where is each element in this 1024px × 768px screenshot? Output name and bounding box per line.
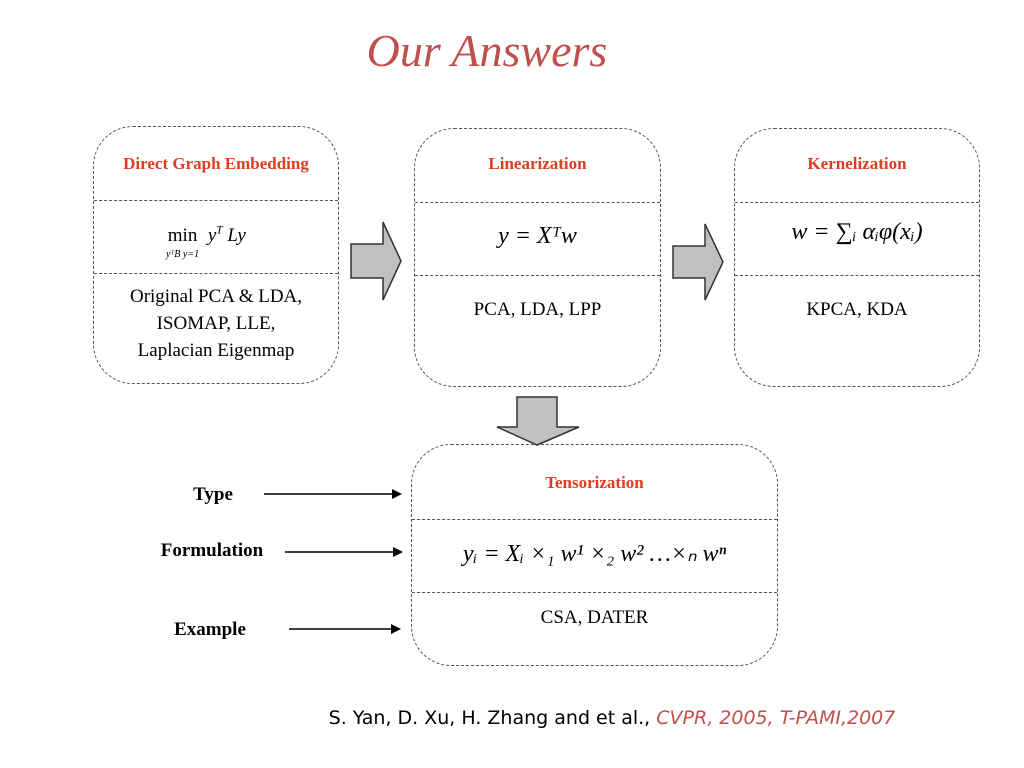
linearization-box: Linearization y = Xᵀw PCA, LDA, LPP: [414, 128, 661, 387]
divider: [94, 273, 338, 274]
direct-graph-embedding-formula: min yᵀB y=1 yT Ly: [166, 225, 246, 269]
slide-title: Our Answers: [366, 25, 608, 76]
citation-authors: S. Yan, D. Xu, H. Zhang and et al.,: [328, 707, 657, 729]
example-line: Original PCA & LDA,: [129, 286, 303, 307]
linearization-formula: y = Xᵀw: [498, 223, 577, 249]
example-pointer-arrow-icon: [289, 624, 401, 634]
direct-graph-embedding-box: Direct Graph Embedding min yᵀB y=1 yT Ly…: [93, 126, 339, 384]
divider: [415, 202, 660, 203]
citation: S. Yan, D. Xu, H. Zhang and et al., CVPR…: [0, 707, 1024, 729]
kernelization-formula: w = ∑ᵢ αᵢφ(xᵢ): [791, 219, 923, 245]
divider: [735, 275, 979, 276]
formulation-pointer-arrow-icon: [285, 547, 403, 557]
kernelization-heading: Kernelization: [807, 154, 907, 173]
tensorization-examples: CSA, DATER: [540, 607, 649, 628]
kernelization-examples: KPCA, KDA: [806, 299, 908, 320]
divider: [412, 592, 777, 593]
kernelization-box: Kernelization w = ∑ᵢ αᵢφ(xᵢ) KPCA, KDA: [734, 128, 980, 387]
divider: [94, 200, 338, 201]
direct-graph-embedding-heading: Direct Graph Embedding: [123, 154, 309, 173]
formula-tail: Ly: [227, 225, 246, 247]
type-pointer-arrow-icon: [264, 489, 402, 499]
formula-transpose: T: [216, 225, 223, 237]
type-label: Type: [193, 484, 233, 505]
example-line: Laplacian Eigenmap: [137, 340, 295, 361]
direct-graph-embedding-examples: Original PCA & LDA, ISOMAP, LLE, Laplaci…: [94, 283, 338, 364]
divider: [412, 519, 777, 520]
arrow-to-tensorization-icon: [496, 396, 580, 446]
tensorization-formula: yᵢ = Xᵢ ×₁ w¹ ×₂ w² …×ₙ wⁿ: [462, 541, 727, 567]
divider: [735, 202, 979, 203]
formula-min-operator: min: [167, 225, 198, 246]
example-label: Example: [174, 619, 246, 640]
example-line: ISOMAP, LLE,: [156, 313, 276, 334]
formula-constraint: yᵀB y=1: [166, 249, 200, 260]
arrow-to-linearization-icon: [350, 221, 402, 301]
arrow-to-kernelization-icon: [672, 223, 724, 301]
divider: [415, 275, 660, 276]
citation-venue: CVPR, 2005, T-PAMI,2007: [656, 707, 896, 729]
linearization-examples: PCA, LDA, LPP: [473, 299, 602, 320]
formulation-label: Formulation: [160, 540, 264, 561]
tensorization-box: Tensorization yᵢ = Xᵢ ×₁ w¹ ×₂ w² …×ₙ wⁿ…: [411, 444, 778, 666]
tensorization-heading: Tensorization: [545, 473, 644, 492]
formula-variable: y: [207, 225, 217, 247]
linearization-heading: Linearization: [488, 154, 587, 173]
